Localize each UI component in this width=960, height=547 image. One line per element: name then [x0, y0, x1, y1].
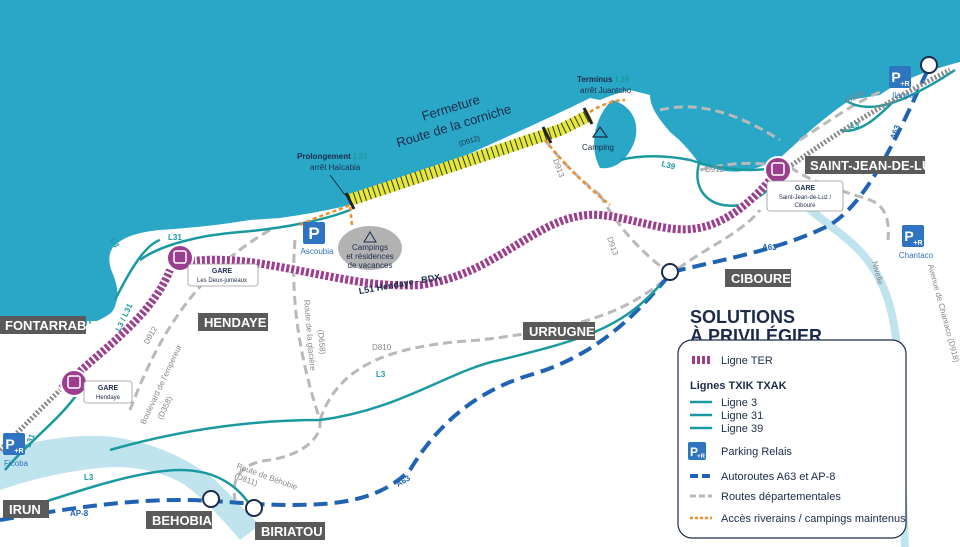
parking-name: Ilargia	[892, 91, 914, 100]
legend-ter: Ligne TER	[721, 355, 773, 367]
parking-name: Ascoubia	[301, 247, 334, 256]
parking-relay-icon	[688, 442, 706, 460]
station-title: GARE	[98, 385, 119, 392]
station-name: Hendaye	[96, 395, 121, 401]
road-label: D912	[705, 165, 725, 174]
legend: SOLUTIONS À PRIVILÉGIER Ligne TER Lignes…	[677, 307, 907, 539]
tent-icon	[363, 231, 377, 243]
station-hendaye[interactable]: GARE Hendaye	[60, 369, 133, 404]
line-label: L39	[660, 159, 676, 171]
station-title: GARE	[212, 268, 233, 275]
legend-txik-title: Lignes TXIK TXAK	[690, 380, 787, 392]
road-label: D810	[372, 343, 392, 352]
access-roads	[299, 98, 626, 227]
relay-symbol: +R	[14, 448, 23, 455]
camping-label: Camping	[582, 143, 614, 152]
extension-arrow	[329, 174, 346, 196]
legend-access: Accès riverains / campings maintenus	[721, 513, 906, 525]
train-icon	[67, 375, 81, 389]
relay-symbol: +R	[913, 240, 922, 247]
train-icon	[771, 162, 785, 176]
campings-area	[338, 226, 402, 270]
line-label: L3	[376, 370, 386, 379]
parking-relay-icon: P	[904, 228, 913, 244]
station-name: Les Deux-jumeaux	[197, 278, 247, 284]
campings-area-line2: et résidences	[346, 252, 394, 261]
campings-area-line3: de vacances	[348, 261, 393, 270]
parking-icon: P	[308, 224, 319, 243]
highway-label: AP-8	[70, 509, 89, 518]
road-label: (D658)	[316, 329, 327, 354]
junction-markers	[202, 56, 938, 517]
bay	[594, 100, 637, 169]
legend-parking: Parking Relais	[721, 446, 792, 458]
town-ciboure: CIBOURE	[731, 271, 791, 286]
town-urrugne: URRUGNE	[529, 324, 595, 339]
parking-relay-icon: P	[5, 436, 14, 452]
town-biriatou: BIRIATOU	[261, 524, 323, 539]
parking-ficoba[interactable]: P +R Ficoba	[3, 433, 29, 468]
town-irun: IRUN	[9, 502, 41, 517]
tent-icon	[591, 125, 609, 138]
town-saint-jean-de-luz: SAINT-JEAN-DE-LUZ	[810, 158, 939, 173]
extension-stop: arrêt Haïcabia	[310, 163, 361, 172]
legend-dept-roads: Routes départementales	[721, 491, 841, 503]
train-icon	[173, 250, 187, 264]
parking-ascoubia[interactable]: P Ascoubia	[301, 222, 334, 256]
station-title: GARE	[795, 185, 816, 192]
highway-label: A63	[762, 243, 777, 252]
town-fontarrabie: FONTARRABIE	[5, 318, 99, 333]
closed-corniche-road	[344, 107, 594, 210]
legend-line3: Ligne 3	[721, 397, 757, 409]
parking-relay-icon: P	[891, 69, 900, 85]
legend-line39: Ligne 39	[721, 423, 763, 435]
line-label: L31	[168, 233, 182, 242]
highways	[0, 64, 932, 522]
campings-area-line1: Campings	[352, 243, 388, 252]
terminus-stop: arrêt Juantcho	[580, 86, 632, 95]
legend-relay-symbol: +R	[697, 454, 706, 460]
station-saint-jean-de-luz[interactable]: GARE Saint-Jean-de-Luz / Ciboure	[764, 156, 844, 212]
line-label: L3	[850, 121, 860, 130]
line-label: L3	[84, 473, 94, 482]
river	[0, 435, 260, 540]
town-labels: FONTARRABIE HENDAYE URRUGNE CIBOURE SAIN…	[0, 156, 939, 540]
parking-chantaco[interactable]: P +R Chantaco	[899, 225, 934, 260]
parking-ilargia[interactable]: P +R Ilargia	[889, 66, 914, 100]
legend-title-line1: SOLUTIONS	[690, 307, 795, 327]
legend-parking-symbol: P	[690, 445, 698, 459]
station-name2: Ciboure	[794, 203, 816, 209]
legend-line31: Ligne 31	[721, 410, 763, 422]
parking-name: Ficoba	[4, 459, 29, 468]
parking-name: Chantaco	[899, 251, 934, 260]
town-behobia: BEHOBIA	[152, 513, 213, 528]
relay-symbol: +R	[900, 81, 909, 88]
town-hendaye: HENDAYE	[204, 315, 267, 330]
legend-highways: Autoroutes A63 et AP-8	[721, 471, 835, 483]
station-deux-jumeaux[interactable]: GARE Les Deux-jumeaux	[166, 244, 259, 287]
station-name: Saint-Jean-de-Luz /	[779, 195, 832, 201]
